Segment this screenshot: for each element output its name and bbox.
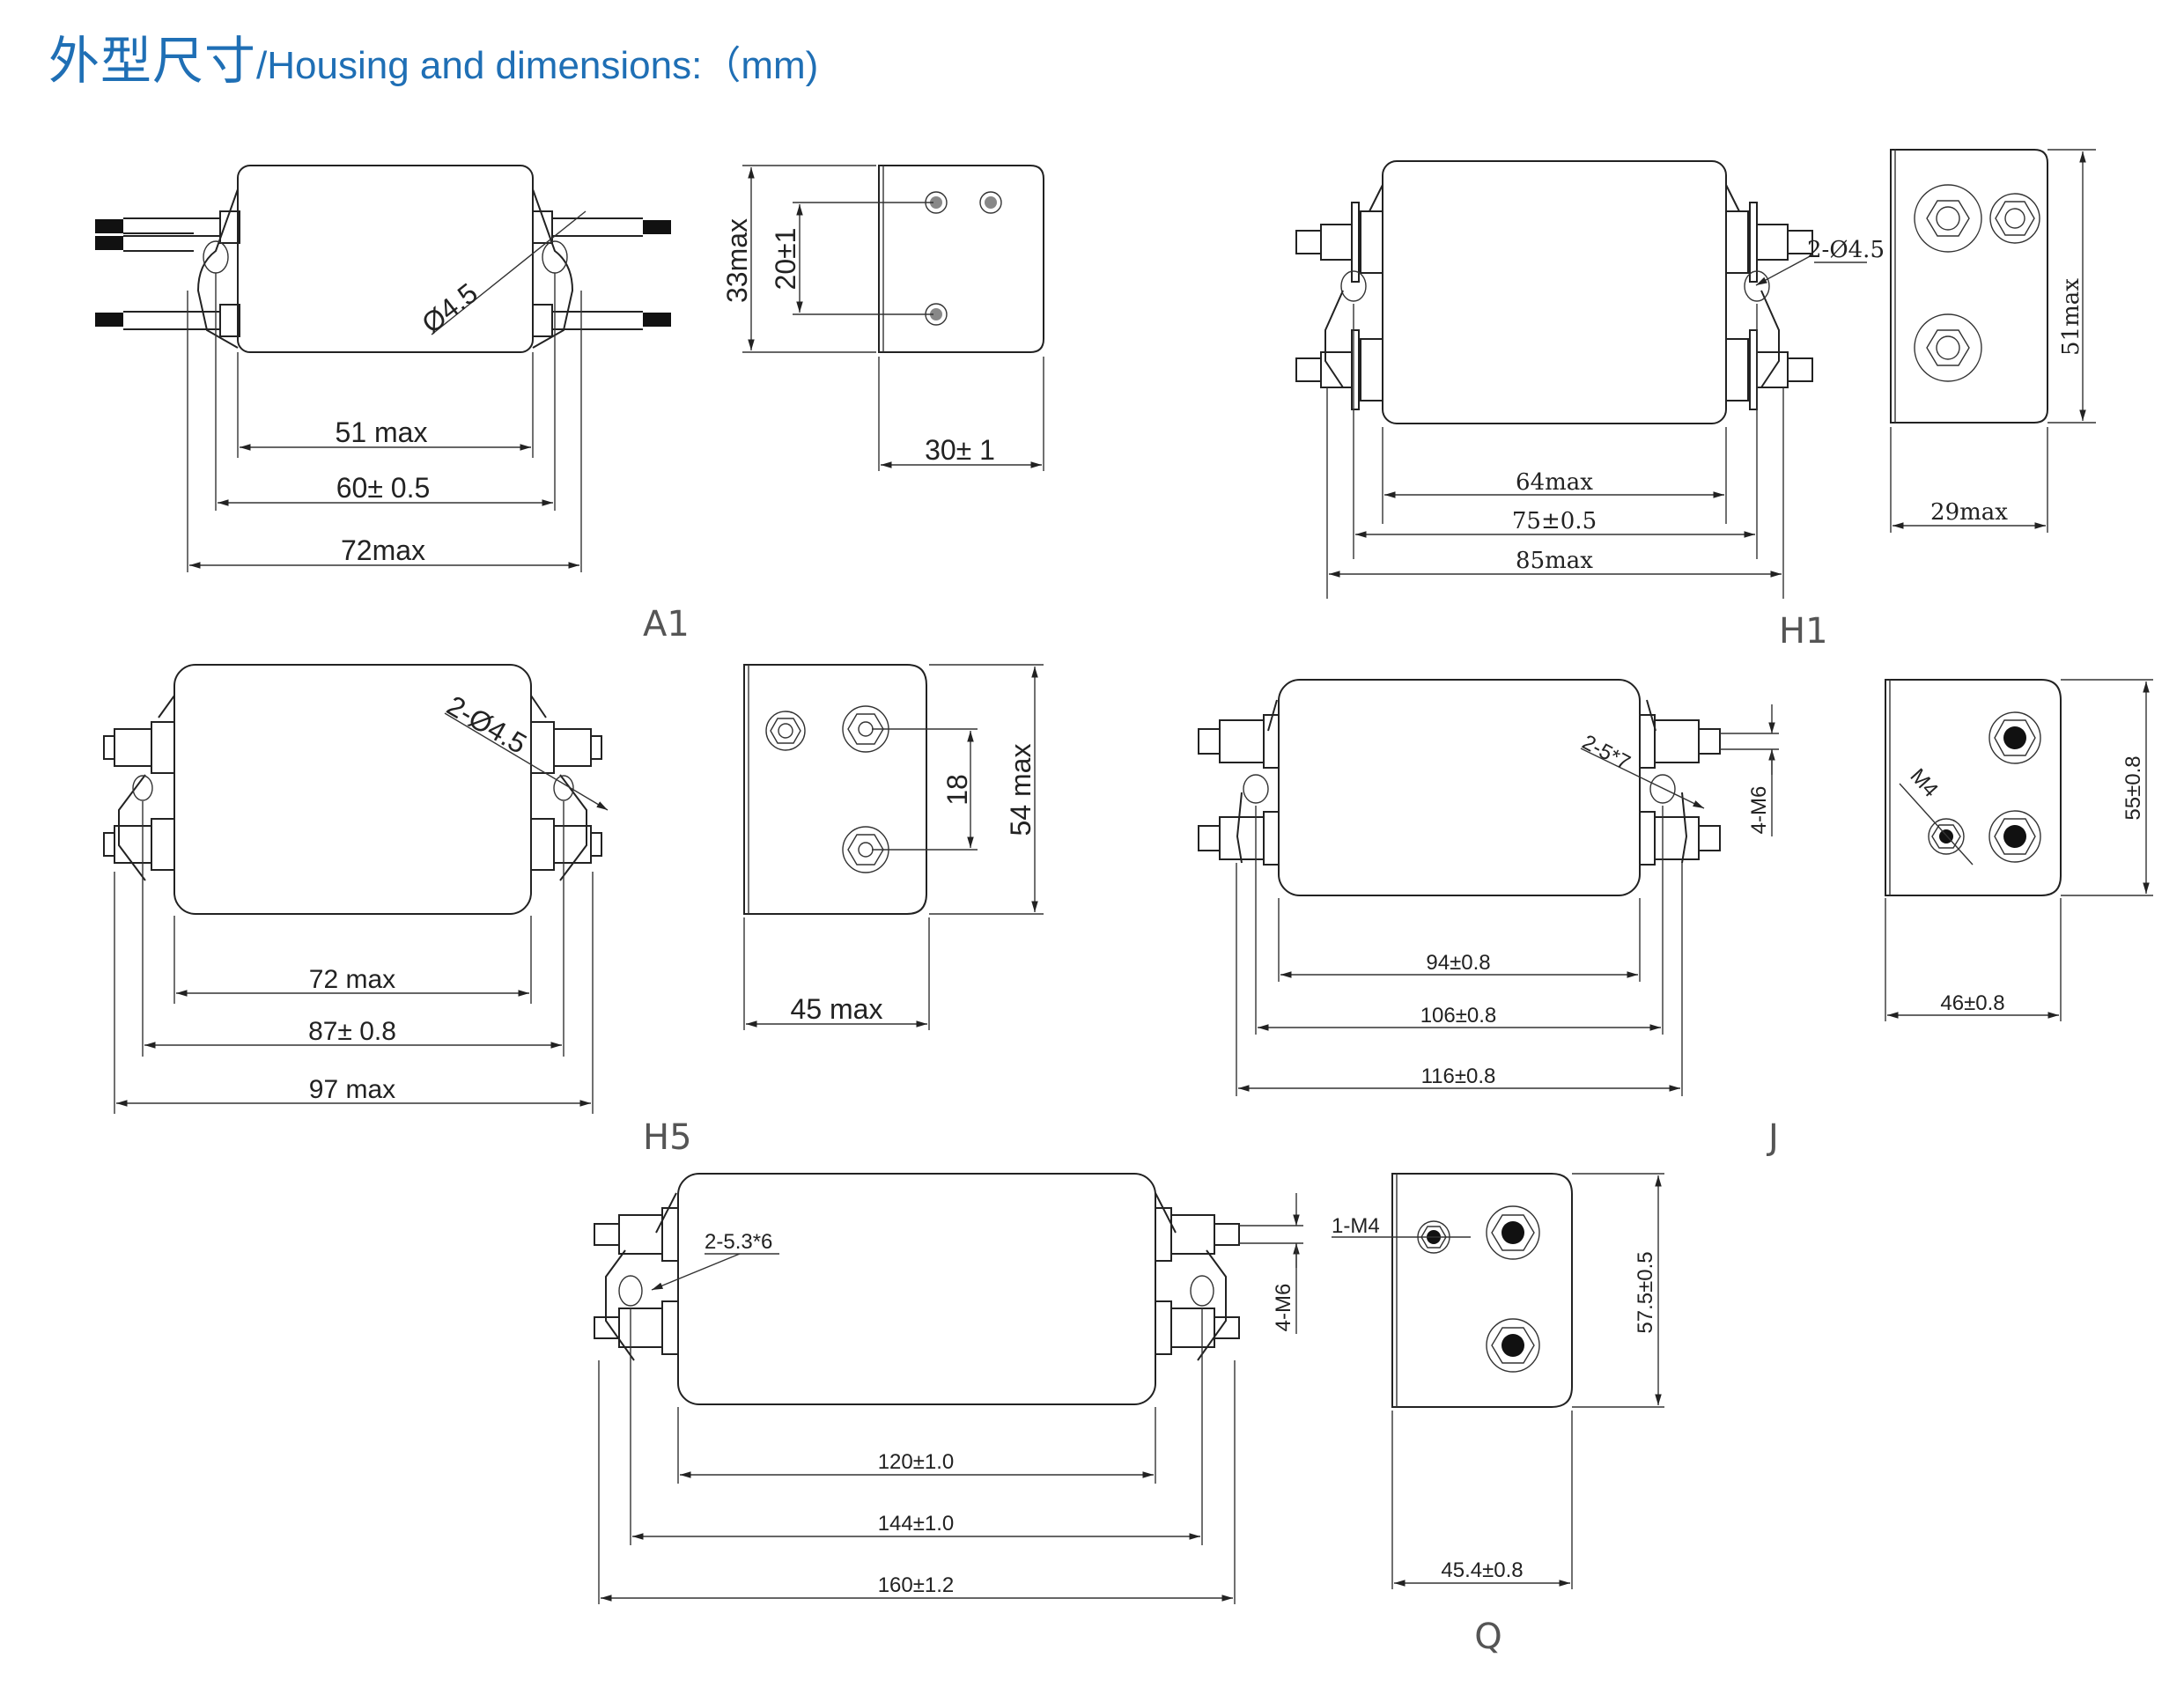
a1-dim-body: 51 max: [336, 416, 428, 448]
title-english: Housing and dimensions:（mm): [267, 44, 819, 87]
j-dim-body: 94±0.8: [1426, 951, 1490, 975]
q-side-dim-height: 57.5±0.5: [1634, 1251, 1657, 1333]
h5-front-view: 2-Ø4.5 72 max 87± 0.8 97 max: [103, 664, 609, 1114]
h5-large-dim-overall: 160±1.2: [878, 1573, 955, 1597]
h5-side-view: 18 54 max 45 max: [743, 664, 1044, 1030]
j-thread-label: 4-M6: [1747, 786, 1771, 835]
a1-mount-hole-right: [542, 240, 568, 274]
h1-terminals: [1295, 202, 1813, 410]
a1-dim-overall: 72max: [341, 534, 425, 566]
h5-large-front-view: 2-5.3*6 4-M6 120±1.0 144±1.0 160±1.2: [594, 1173, 1303, 1604]
h1-body: [1382, 160, 1727, 424]
label-h5: H5: [643, 1117, 692, 1158]
a1-mount-hole-left: [203, 240, 229, 274]
h5-side-dim-pitch: 18: [941, 774, 973, 806]
h1-side-dim-height: 51max: [2058, 278, 2084, 356]
h5-dim-overall: 97 max: [309, 1075, 395, 1104]
j-front-view: 2-5*7 4-M6 94±0.8 106±0.8 116±0.8: [1198, 679, 1779, 1096]
j-dim-overall: 116±0.8: [1421, 1065, 1496, 1088]
h5-dim-body: 72 max: [309, 965, 395, 994]
h1-dim-body: 64max: [1516, 469, 1593, 496]
h5-flange: [118, 695, 587, 881]
h5-large-dim-holes: 144±1.0: [878, 1512, 955, 1536]
h1-hole-label: 2-Ø4.5: [1807, 237, 1885, 263]
h1-dim-overall: 85max: [1516, 548, 1593, 574]
a1-side-body: [878, 165, 1044, 353]
h5-large-hole-label: 2-5.3*6: [705, 1230, 772, 1254]
j-body: [1278, 679, 1641, 896]
label-a1: A1: [643, 604, 690, 645]
label-h1: H1: [1779, 611, 1828, 652]
title-chinese: 外型尺寸: [48, 31, 257, 91]
title-separator: /: [256, 44, 268, 87]
j-side-dim-height: 55±0.8: [2121, 755, 2145, 820]
page-title: 外型尺寸/Housing and dimensions:（mm): [48, 19, 818, 93]
a1-flange: [196, 188, 574, 349]
a1-extension-lines: [187, 273, 582, 572]
j-side-dim-width: 46±0.8: [1940, 991, 2004, 1015]
h1-side-dim-width: 29max: [1930, 499, 2008, 526]
h5-side-dim-width: 45 max: [791, 993, 883, 1025]
h5-dim-holes: 87± 0.8: [308, 1017, 396, 1046]
h1-flange: [1324, 184, 1780, 388]
j-dim-holes: 106±0.8: [1420, 1004, 1497, 1028]
q-thread-label: 1-M4: [1332, 1214, 1380, 1238]
label-j: J: [1766, 1117, 1779, 1158]
j-side-view: M4 55±0.8 46±0.8: [1885, 679, 2153, 1021]
a1-side-dim-width: 30± 1: [925, 434, 995, 466]
a1-hole-leader: [431, 210, 587, 335]
a1-side-dim-height: 33max: [721, 218, 753, 303]
q-side-dim-width: 45.4±0.8: [1441, 1558, 1523, 1582]
a1-side-dim-pitch: 20±1: [770, 228, 801, 291]
h5-side-dim-height: 54 max: [1005, 744, 1037, 836]
a1-dim-holes: 60± 0.5: [336, 472, 431, 504]
h5-large-flange: [605, 1192, 1227, 1361]
h5-body: [173, 664, 532, 915]
a1-body: [237, 165, 534, 353]
h1-dim-holes: 75±0.5: [1512, 508, 1597, 534]
h1-front-view: 2-Ø4.5 64max 75±0.5 85max: [1295, 160, 1885, 599]
a1-side-view: 33max 20±1 30± 1: [721, 165, 1044, 471]
label-q: Q: [1474, 1617, 1502, 1657]
a1-front-view: Ø4.5 51 max 60± 0.5 72max: [95, 165, 671, 572]
a1-wires: [95, 210, 671, 337]
q-side-view: 1-M4 57.5±0.5 45.4±0.8: [1332, 1173, 1664, 1589]
h1-side-view: 51max 29max: [1890, 149, 2096, 533]
h5-large-dim-body: 120±1.0: [878, 1450, 955, 1474]
h5-large-thread-label: 4-M6: [1272, 1284, 1295, 1332]
h5-large-body: [677, 1173, 1156, 1405]
